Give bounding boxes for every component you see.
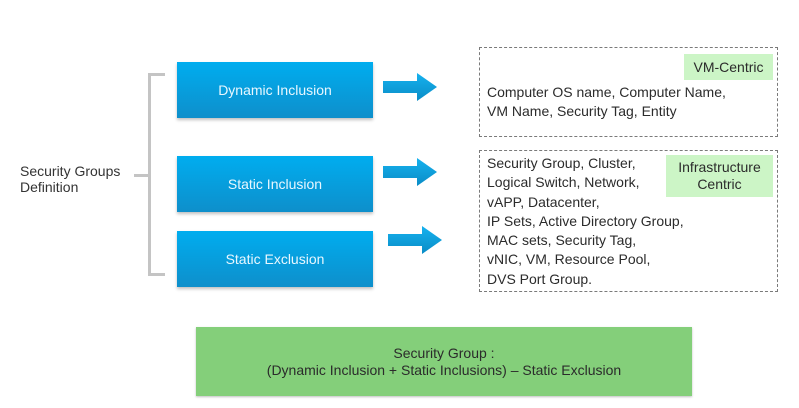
attribute-line: MAC sets, Security Tag, xyxy=(487,232,637,249)
attribute-line: DVS Port Group. xyxy=(487,270,593,287)
arrow-right-icon xyxy=(383,73,437,101)
attribute-line: vNIC, VM, Resource Pool, xyxy=(487,251,651,268)
static-inclusion-label: Static Inclusion xyxy=(227,176,323,192)
bracket-top-arm xyxy=(148,73,165,76)
definition-label-line2: Definition xyxy=(20,179,79,195)
static-inclusion-box: Static Inclusion xyxy=(177,156,373,212)
infrastructure-centric-attributes: Security Group, Cluster, Logical Switch,… xyxy=(487,154,684,289)
attribute-line: vAPP, Datacenter, xyxy=(487,193,600,210)
formula-line1: Security Group : xyxy=(393,344,495,361)
static-exclusion-label: Static Exclusion xyxy=(225,251,325,267)
bracket-middle-nub xyxy=(134,174,150,177)
dynamic-inclusion-box: Dynamic Inclusion xyxy=(177,62,373,118)
vm-centric-attributes: Computer OS name, Computer Name, VM Name… xyxy=(487,83,726,121)
bracket-bottom-arm xyxy=(148,273,165,276)
vm-centric-tag: VM-Centric xyxy=(684,54,773,80)
attribute-line: Logical Switch, Network, xyxy=(487,174,640,191)
attribute-line: VM Name, Security Tag, Entity xyxy=(487,103,677,119)
attribute-line: IP Sets, Active Directory Group, xyxy=(487,212,684,229)
definition-label-line1: Security Groups xyxy=(20,163,121,179)
tag-line1: Infrastructure xyxy=(678,159,761,175)
dynamic-inclusion-label: Dynamic Inclusion xyxy=(218,82,332,98)
static-exclusion-box: Static Exclusion xyxy=(177,231,373,287)
arrow-right-icon xyxy=(388,226,442,254)
tag-line2: Centric xyxy=(697,176,742,192)
security-group-formula-box: Security Group : (Dynamic Inclusion + St… xyxy=(196,327,692,396)
infrastructure-centric-box: Infrastructure Centric Security Group, C… xyxy=(479,150,778,292)
arrow-right-icon xyxy=(383,158,437,186)
vm-centric-box: VM-Centric Computer OS name, Computer Na… xyxy=(479,47,778,137)
infrastructure-centric-tag: Infrastructure Centric xyxy=(666,155,773,197)
attribute-line: Computer OS name, Computer Name, xyxy=(487,84,726,100)
security-groups-definition-label: Security Groups Definition xyxy=(20,163,120,195)
attribute-line: Security Group, Cluster, xyxy=(487,155,636,171)
formula-line2: (Dynamic Inclusion + Static Inclusions) … xyxy=(266,361,622,378)
